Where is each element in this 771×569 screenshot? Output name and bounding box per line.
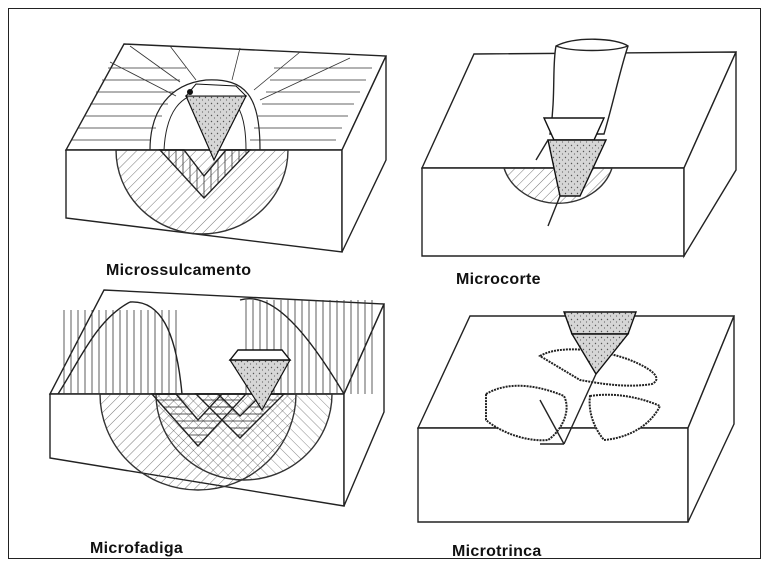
caption-microfadiga: Microfadiga	[90, 540, 183, 557]
caption-microssulcamento: Microssulcamento	[106, 262, 251, 279]
caption-microcorte: Microcorte	[456, 271, 541, 288]
block-microcorte	[422, 39, 736, 256]
caption-microtrinca: Microtrinca	[452, 543, 542, 560]
block-microssulcamento	[66, 44, 386, 252]
block-microfadiga	[50, 290, 384, 506]
block-microtrinca	[418, 312, 734, 522]
